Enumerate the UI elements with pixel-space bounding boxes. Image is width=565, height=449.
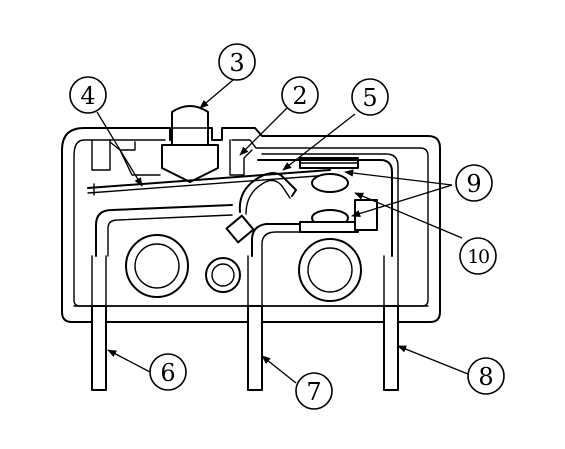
callout-5-label: 5 [362,84,377,112]
callout-10-label: 10 [467,246,489,268]
mounting-holes [125,234,362,302]
callout-9: 9 [455,164,493,202]
internal-strips [95,153,399,257]
callout-6: 6 [149,353,187,391]
callout-2-label: 2 [292,82,307,110]
callout-8: 8 [467,357,505,395]
curved-spring [238,172,297,215]
plunger [161,105,219,183]
leader-lines [96,79,469,384]
terminals [91,255,399,391]
callout-7: 7 [295,372,333,410]
callout-3-label: 3 [229,49,244,77]
callout-3: 3 [218,43,256,81]
callout-8-label: 8 [478,363,493,391]
callout-4-label: 4 [80,82,95,110]
callout-9-label: 9 [466,170,481,198]
callout-4: 4 [69,76,107,114]
movable-spring [87,169,331,196]
callout-2: 2 [281,76,319,114]
callout-7-label: 7 [306,378,321,406]
callout-10: 10 [459,237,497,275]
switch-housing [61,127,441,323]
callout-6-label: 6 [160,359,175,387]
callout-5: 5 [351,78,389,116]
lower-contact [299,199,378,233]
upper-contact [299,157,359,193]
